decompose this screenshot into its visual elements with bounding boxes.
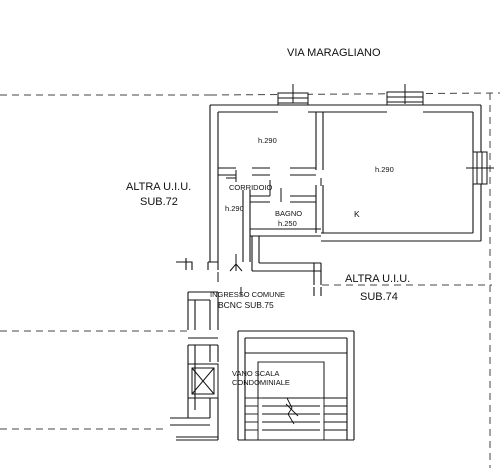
stair-line1: VANO SCALA bbox=[232, 369, 279, 378]
main-room-height: h.290 bbox=[375, 165, 394, 174]
window-left bbox=[277, 84, 309, 106]
room-a-height: h.290 bbox=[258, 136, 277, 145]
window-side bbox=[466, 151, 494, 185]
entrance-line1: INGRESSO COMUNE bbox=[210, 290, 285, 299]
window-right bbox=[386, 84, 424, 106]
door-markers bbox=[217, 170, 322, 296]
left-unit-line2: SUB.72 bbox=[140, 196, 178, 208]
corridor-height: h.290 bbox=[225, 204, 244, 213]
corridor-label: CORRIDOIO bbox=[229, 183, 273, 192]
street-label: VIA MARAGLIANO bbox=[287, 47, 381, 59]
bath-label: BAGNO bbox=[275, 209, 302, 218]
left-unit-line1: ALTRA U.I.U. bbox=[126, 181, 191, 193]
right-unit-line1: ALTRA U.I.U. bbox=[345, 273, 410, 285]
right-unit-line2: SUB.74 bbox=[360, 291, 398, 303]
entrance-line2: BCNC SUB.75 bbox=[218, 300, 274, 310]
boundary-lines bbox=[0, 92, 501, 468]
kitchen-mark: K bbox=[354, 209, 360, 219]
staircase bbox=[245, 352, 347, 440]
elevator bbox=[187, 363, 219, 399]
walls bbox=[170, 104, 482, 441]
bath-height: h.250 bbox=[278, 219, 297, 228]
stair-line2: CONDOMINIALE bbox=[232, 378, 290, 387]
